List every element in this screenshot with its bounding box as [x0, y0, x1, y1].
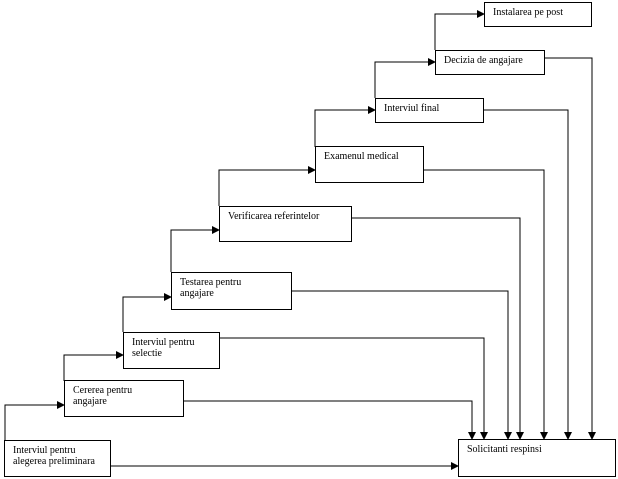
- connector-s5-s6: [218, 166, 316, 206]
- reject-from-s2: [183, 400, 476, 440]
- connector-s4-s5: [170, 226, 220, 272]
- step-label-line1: Instalarea pe post: [493, 7, 563, 18]
- connector-s2-s3: [63, 351, 124, 381]
- reject-from-s5: [351, 217, 524, 440]
- rejected-label: Solicitanti respinsi: [467, 444, 542, 455]
- step-label-line2: alegerea preliminara: [13, 456, 95, 467]
- step-testarea-angajare: Testarea pentru angajare: [171, 272, 292, 310]
- step-interviu-preliminar: Interviul pentru alegerea preliminara: [4, 440, 111, 477]
- step-label-line1: Examenul medical: [324, 151, 399, 162]
- connector-s1-s2: [4, 401, 65, 440]
- step-label-line1: Interviul pentru: [132, 337, 195, 348]
- step-label-line2: angajare: [180, 288, 214, 299]
- connector-s3-s4: [122, 293, 172, 332]
- step-interviu-selectie: Interviul pentru selectie: [123, 332, 220, 369]
- step-cererea-angajare: Cererea pentru angajare: [64, 380, 184, 417]
- reject-from-s3: [219, 337, 488, 440]
- step-verificarea-referintelor: Verificarea referintelor: [219, 206, 352, 242]
- step-label-line1: Interviul pentru: [13, 445, 76, 456]
- step-examenul-medical: Examenul medical: [315, 146, 424, 183]
- step-label-line2: selectie: [132, 348, 162, 359]
- rejected-applicants-box: Solicitanti respinsi: [458, 439, 616, 477]
- step-label-line1: Cererea pentru: [73, 385, 133, 396]
- step-label-line1: Testarea pentru: [180, 277, 242, 288]
- step-interviul-final: Interviul final: [375, 98, 484, 123]
- reject-from-s7: [483, 109, 572, 440]
- connector-s8-s9: [434, 10, 485, 50]
- connector-s6-s7: [314, 106, 376, 147]
- step-label-line1: Decizia de angajare: [444, 55, 523, 66]
- step-instalarea-post: Instalarea pe post: [484, 2, 592, 27]
- connector-s7-s8: [374, 58, 436, 98]
- reject-from-s4: [291, 290, 512, 440]
- reject-from-s8: [544, 57, 596, 440]
- step-label-line1: Verificarea referintelor: [228, 211, 320, 222]
- step-label-line2: angajare: [73, 396, 107, 407]
- reject-from-s6: [423, 169, 548, 440]
- step-label-line1: Interviul final: [384, 103, 440, 114]
- step-decizia-angajare: Decizia de angajare: [435, 50, 545, 75]
